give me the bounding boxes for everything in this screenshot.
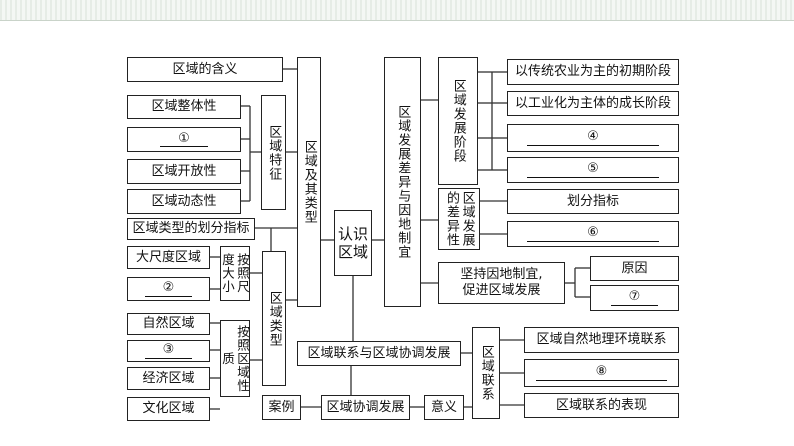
economic-region-node: 经济区域 bbox=[127, 367, 210, 390]
coordination-node: 区域联系与区域协调发展 bbox=[297, 341, 461, 366]
stage-industry-node: 以工业化为主体的成长阶段 bbox=[507, 91, 679, 116]
blank-4: ④ bbox=[527, 130, 659, 146]
blank-7: ⑦ bbox=[610, 290, 659, 306]
by-scale-node: 按照尺度大小 bbox=[220, 246, 250, 301]
slide-top-pattern bbox=[0, 0, 794, 20]
region-and-types-node: 区域及其类型 bbox=[297, 57, 321, 307]
development-difference-node: 区域发展差异与因地制宜 bbox=[384, 57, 421, 307]
nature-blank-3-node: ③ bbox=[127, 340, 210, 362]
blank-1: ① bbox=[160, 131, 208, 148]
division-index-node: 划分指标 bbox=[507, 189, 679, 214]
natural-region-node: 自然区域 bbox=[127, 313, 210, 335]
stage-blank-5-node: ⑤ bbox=[507, 157, 679, 183]
blank-6: ⑥ bbox=[527, 226, 659, 242]
development-diversity-node: 区域发展的差异性 bbox=[438, 188, 480, 250]
slide-top-divider bbox=[0, 20, 794, 21]
region-meaning-node: 区域的含义 bbox=[127, 57, 283, 82]
region-features-node: 区域特征 bbox=[261, 95, 286, 210]
cultural-region-node: 文化区域 bbox=[127, 397, 210, 421]
development-stage-node: 区域发展阶段 bbox=[438, 57, 478, 185]
blank-2: ② bbox=[144, 281, 193, 297]
case-coordination-node: 区域协调发展 bbox=[321, 395, 410, 420]
scale-blank-2-node: ② bbox=[127, 277, 210, 301]
region-connection-node: 区域联系 bbox=[472, 327, 500, 419]
region-types-node: 区域类型 bbox=[262, 251, 286, 386]
center-node: 认识区域 bbox=[334, 210, 372, 276]
blank-3: ③ bbox=[144, 343, 193, 359]
adapt-line-1: 坚持因地制宜, bbox=[460, 267, 543, 283]
adapt-line-2: 促进区域发展 bbox=[462, 283, 541, 298]
adapt-blank-7-node: ⑦ bbox=[590, 285, 679, 311]
feature-blank-1-node: ① bbox=[127, 127, 241, 152]
connection-blank-8-node: ⑧ bbox=[524, 359, 679, 387]
type-index-node: 区域类型的划分指标 bbox=[127, 218, 255, 240]
natural-connection-node: 区域自然地理环境联系 bbox=[524, 327, 679, 353]
blank-5: ⑤ bbox=[527, 162, 659, 178]
adapt-to-local-node: 坚持因地制宜, 促进区域发展 bbox=[438, 262, 565, 304]
connection-manifestation-node: 区域联系的表现 bbox=[524, 393, 679, 418]
feature-dynamics-node: 区域动态性 bbox=[127, 189, 241, 214]
large-scale-region-node: 大尺度区域 bbox=[127, 246, 210, 269]
reason-node: 原因 bbox=[590, 256, 679, 281]
significance-node: 意义 bbox=[424, 395, 464, 420]
case-label-node: 案例 bbox=[262, 395, 301, 420]
feature-openness-node: 区域开放性 bbox=[127, 159, 241, 184]
feature-integrity-node: 区域整体性 bbox=[127, 95, 241, 119]
stage-agriculture-node: 以传统农业为主的初期阶段 bbox=[507, 59, 679, 85]
blank-8: ⑧ bbox=[535, 365, 668, 381]
by-nature-node: 按照区域性质 bbox=[220, 320, 250, 397]
stage-blank-4-node: ④ bbox=[507, 124, 679, 152]
diversity-blank-6-node: ⑥ bbox=[507, 221, 679, 247]
